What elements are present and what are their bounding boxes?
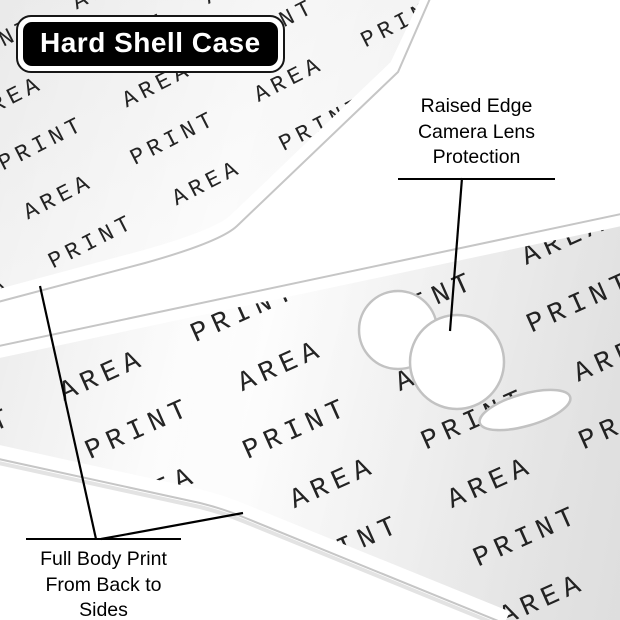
annotation-camera-line-2: Camera Lens: [417, 120, 536, 143]
annotation-camera-line-3: Protection: [432, 146, 521, 169]
annotation-camera-protection: Raised Edge Camera Lens Protection: [398, 94, 555, 181]
callout-line-fullbody-right: [100, 511, 244, 541]
title-badge-label: Hard Shell Case: [40, 27, 261, 58]
annotation-full-body-print: Full Body Print From Back to Sides: [26, 538, 181, 620]
annotation-fullbody-line-1: Full Body Print: [40, 548, 167, 570]
annotation-camera-line-1: Raised Edge: [420, 95, 533, 117]
title-badge: Hard Shell Case: [23, 22, 278, 66]
annotation-fullbody-line-2: From Back to: [45, 573, 162, 596]
annotation-fullbody-line-3: Sides: [79, 599, 128, 620]
title-badge-card: Hard Shell Case: [16, 15, 285, 73]
